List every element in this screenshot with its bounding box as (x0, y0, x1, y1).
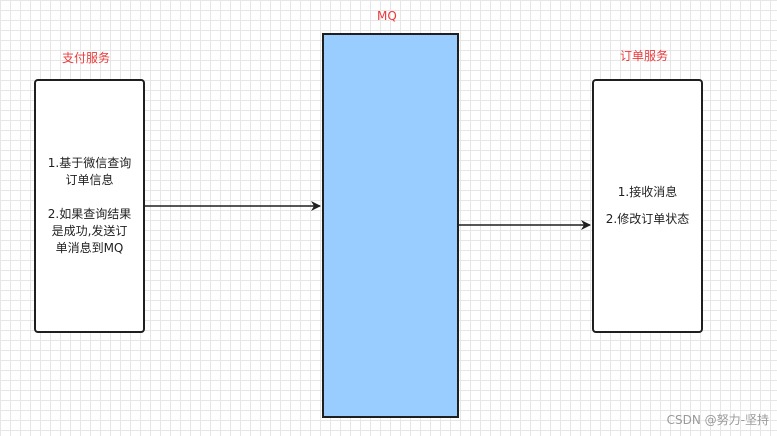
mq-label: MQ (377, 9, 397, 23)
payment-service-label: 支付服务 (62, 51, 111, 65)
payment-step1-line1: 1.基于微信查询 (47, 156, 132, 170)
payment-step2-line3: 单消息到MQ (55, 241, 124, 255)
order-service-box[interactable]: 1.接收消息 2.修改订单状态 (592, 79, 703, 333)
order-service-label: 订单服务 (620, 49, 669, 63)
payment-step1-line2: 订单信息 (65, 173, 114, 187)
order-step1: 1.接收消息 (617, 185, 678, 199)
payment-service-box[interactable]: 1.基于微信查询 订单信息 2.如果查询结果 是成功,发送订 单消息到MQ (34, 79, 145, 333)
csdn-watermark: CSDN @努力-坚持 (666, 413, 769, 427)
order-service-text: 1.接收消息 2.修改订单状态 (606, 184, 689, 228)
payment-step2-line2: 是成功,发送订 (51, 224, 128, 238)
payment-service-text: 1.基于微信查询 订单信息 2.如果查询结果 是成功,发送订 单消息到MQ (48, 155, 131, 257)
payment-step2-line1: 2.如果查询结果 (47, 207, 132, 221)
mq-queue-box[interactable] (322, 33, 459, 418)
order-step2: 2.修改订单状态 (605, 212, 690, 226)
